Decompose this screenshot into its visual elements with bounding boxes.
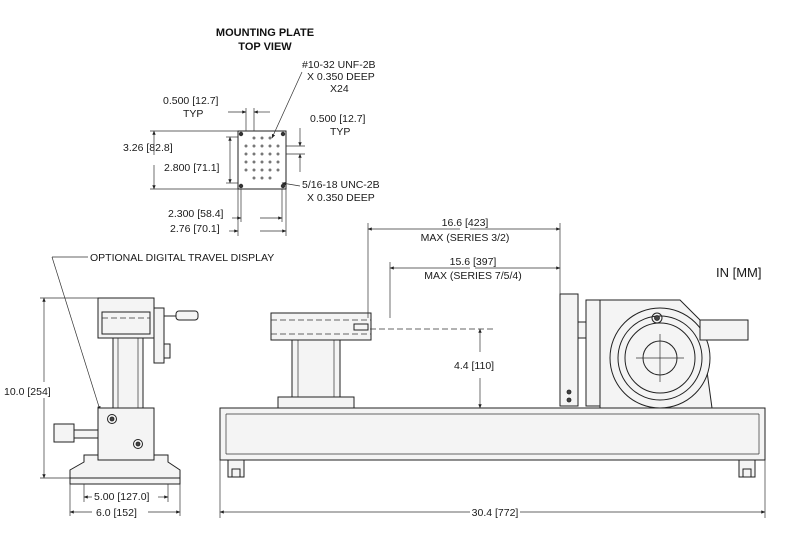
pitch-left-typ: TYP (183, 108, 203, 120)
thread-1-depth: X 0.350 DEEP (307, 71, 375, 83)
motor-icon (599, 299, 749, 409)
max-32-label: 16.6 [423] (442, 217, 489, 229)
thread-1-label: #10-32 UNF-2B (302, 59, 376, 71)
thread-2-leader (281, 181, 301, 187)
mounting-plate-top-view: MOUNTING PLATE TOP VIEW #10-32 UNF-2B X … (123, 27, 380, 236)
max-32-note: MAX (SERIES 3/2) (421, 232, 510, 244)
pedestal-column (291, 339, 341, 398)
width-outer-label: 2.76 [70.1] (170, 223, 220, 235)
thread-1-leader (271, 71, 303, 139)
side-view: OPTIONAL DIGITAL TRAVEL DISPLAY (4, 252, 274, 519)
display-note: OPTIONAL DIGITAL TRAVEL DISPLAY (90, 252, 274, 264)
front-bed (219, 407, 766, 461)
tapped-hole (244, 168, 248, 172)
side-width-inner-label: 5.00 [127.0] (94, 491, 150, 503)
tapped-hole (252, 144, 256, 148)
side-lower-block (97, 407, 155, 461)
height-inner-label: 2.800 [71.1] (164, 162, 220, 174)
width-inner-label: 2.300 [58.4] (168, 208, 224, 220)
max-754-note: MAX (SERIES 7/5/4) (424, 270, 521, 282)
pedestal-base (277, 396, 355, 409)
plate-title: MOUNTING PLATE (216, 27, 314, 39)
side-width-outer-label: 6.0 [152] (96, 507, 137, 519)
pitch-right-label: 0.500 [12.7] (310, 113, 366, 125)
tapped-hole (268, 144, 272, 148)
tapped-hole (252, 160, 256, 164)
tapped-hole (260, 168, 264, 172)
pitch-right-typ: TYP (330, 126, 350, 138)
display-leader (51, 256, 101, 411)
thread-2-label: 5/16-18 UNC-2B (302, 179, 380, 191)
tapped-hole (276, 168, 280, 172)
tapped-hole (260, 144, 264, 148)
tapped-hole (276, 160, 280, 164)
tapped-hole (268, 168, 272, 172)
thread-2-depth: X 0.350 DEEP (307, 192, 375, 204)
height-outer-label: 3.26 [82.8] (123, 142, 173, 154)
pitch-left-label: 0.500 [12.7] (163, 95, 219, 107)
corner-hole (280, 183, 286, 189)
plate-outline (237, 130, 287, 190)
handwheel-icon (153, 307, 199, 364)
center-height-label: 4.4 [110] (454, 360, 494, 372)
moving-table (270, 312, 372, 341)
tapped-hole (244, 144, 248, 148)
tapped-hole (252, 176, 256, 180)
tapped-hole (244, 152, 248, 156)
thread-1-qty: X24 (330, 83, 349, 95)
motor-shaft (699, 319, 749, 341)
tapped-hole (268, 176, 272, 180)
units-label: IN [MM] (716, 265, 762, 280)
length-label: 30.4 [772] (472, 507, 519, 519)
tapped-hole (276, 152, 280, 156)
tapped-hole (268, 152, 272, 156)
plate-subtitle: TOP VIEW (238, 41, 292, 53)
side-column (112, 337, 144, 409)
plate-hole-grid (238, 131, 286, 189)
tapped-hole (260, 152, 264, 156)
tapped-hole (252, 168, 256, 172)
tapped-hole (252, 136, 256, 140)
digital-display (53, 423, 75, 443)
tapped-hole (260, 136, 264, 140)
corner-hole (238, 183, 244, 189)
max-754-label: 15.6 [397] (450, 256, 497, 268)
tapped-hole (260, 160, 264, 164)
corner-hole (238, 131, 244, 137)
tapped-hole (244, 160, 248, 164)
tapped-hole (268, 160, 272, 164)
front-view: 16.6 [423] MAX (SERIES 3/2) 15.6 [397] M… (219, 217, 766, 519)
tapped-hole (260, 176, 264, 180)
tapped-hole (276, 144, 280, 148)
corner-hole (280, 131, 286, 137)
tapped-hole (252, 152, 256, 156)
side-height-label: 10.0 [254] (4, 386, 51, 398)
end-plate (559, 293, 579, 407)
tapped-hole (268, 136, 272, 140)
